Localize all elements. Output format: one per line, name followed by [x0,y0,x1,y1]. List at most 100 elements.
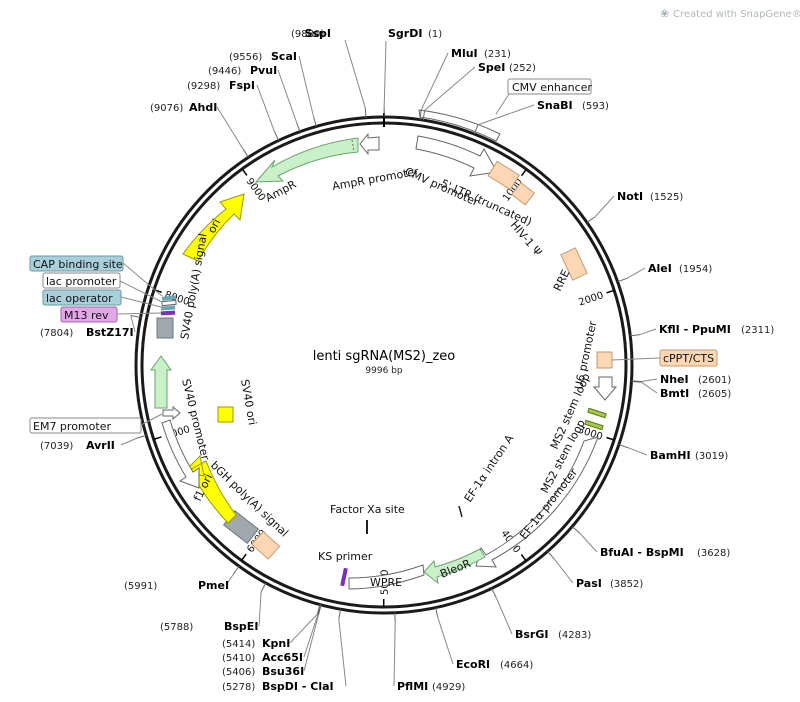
ampr-boundary [351,139,355,152]
feature-bleor-upper-arrow[interactable] [150,355,172,409]
site-nhei[interactable]: (2601)NheI [631,373,731,386]
feature-rre-box[interactable] [560,247,588,281]
cmv-enhancer-leader [495,93,510,115]
site-name-bspei: BspEI [224,620,258,633]
feature-em7-promoter-arrow[interactable] [162,405,181,421]
feature-sv40-promoter-arrow[interactable] [161,419,200,489]
site-ecori[interactable]: (4664)EcoRI [435,607,534,671]
feature-ms2-stem-loop-2[interactable] [584,419,604,431]
feature-ampr-arrow[interactable] [254,137,359,183]
site-sspi[interactable]: (9880)SspI [291,27,367,118]
feature-5ltr-lower-box[interactable] [251,530,281,560]
feature-ms2-stem-loop-1[interactable] [587,407,607,419]
tick-9000 [241,168,248,176]
site-leader-bspei [258,591,262,627]
site-bspdi-clai[interactable]: (5278)BspDI - ClaI [222,609,347,693]
site-name-snabi: SnaBI [537,99,573,112]
feature-ampr-promoter-arrow[interactable] [359,132,380,156]
site-pos-sgrdi: (1) [428,29,442,40]
site-leader-pasi [553,558,574,584]
cmv-enhancer-label-box [507,78,592,95]
feature-sv40-polya-box[interactable] [156,317,174,339]
site-bamhi[interactable]: (3019)BamHI [618,444,728,462]
tick-7000 [153,436,162,441]
site-name-mlui: MluI [451,47,478,60]
site-name-kpni: KpnI [262,637,290,650]
site-pos-bspdi-clai: (5278) [222,682,255,693]
feature-lac-promoter-mark[interactable] [161,299,177,307]
feature-m13rev-mark[interactable] [160,310,176,316]
sv40-polya-label: SV40 poly(A) signal [178,232,209,340]
site-scai[interactable]: (9556)ScaI [229,50,317,127]
site-bspei[interactable]: (5788)BspEI [160,582,267,633]
backbone [134,115,634,615]
feature-lac-operator-mark[interactable] [160,305,176,311]
site-pos-bsrgi: (4283) [558,630,591,641]
site-pos-mlui: (231) [484,49,511,60]
feature-wpre-arrow[interactable] [348,564,425,590]
site-pos-pasi: (3852) [610,579,643,590]
feature-cmv-promoter-arrow[interactable] [415,135,498,177]
site-fspi[interactable]: (9298) FspI [187,79,280,141]
site-kfli-ppumi[interactable]: (2311) KflI - PpuMI [630,323,774,337]
site-sgrdi[interactable]: (1)SgrDI [383,27,442,118]
site-leader-kpni [289,613,318,644]
feature-hiv1-psi-box[interactable] [511,181,536,206]
sv40-ori-label: SV40 ori [238,378,259,426]
site-name-kfli-ppumi: KflI - PpuMI [659,323,731,336]
site-tick-ahdi [242,148,249,158]
feature-cppt-box[interactable] [596,351,613,369]
cap-binding-label: CAP binding site [33,258,123,271]
m13-leader [116,312,162,315]
site-pos-fspi: (9298) [187,81,220,92]
cap-leader [122,262,163,297]
feature-sv40-ori-box[interactable] [217,406,234,423]
site-pos-bamhi: (3019) [695,451,728,462]
feature-cap-site-mark[interactable] [161,295,177,301]
site-spei[interactable]: (252)SpeI [422,61,536,121]
site-name-fspi: FspI [229,79,255,92]
site-alei[interactable]: (1954)AleI [617,262,713,283]
site-snabi[interactable]: (593)SnaBI [473,99,609,135]
feature-ori-arrow[interactable] [182,193,245,262]
site-pflmi[interactable]: (4929) PflMI [393,612,465,693]
site-tick-bmti [631,381,642,383]
site-pos-pvui: (9446) [208,66,241,77]
site-bsrgi[interactable]: (4283) BsrGI [491,588,592,641]
site-bfuai-bspmi[interactable]: (3628)BfuAI - BspMI [571,526,730,559]
site-bsu36i[interactable]: (5406)Bsu36I [222,604,322,678]
site-bstz17i[interactable]: (7804)BstZ17I [40,315,141,339]
feature-ks-primer[interactable] [340,567,348,587]
site-pos-kfli-ppumi: (2311) [741,325,774,336]
site-pos-pflmi: (4929) [432,682,465,693]
site-bmti[interactable]: (2605)BmtI [631,381,731,400]
site-name-ahdi: AhdI [189,101,217,114]
feature-cmv-enhancer-arrow[interactable] [418,109,501,142]
site-name-bsrgi: BsrGI [515,628,548,641]
site-mlui[interactable]: (231) MluI [419,47,511,120]
feature-5ltr-box[interactable] [487,160,520,191]
restriction-sites: (9880)SspI (1)SgrDI (231) MluI(252)SpeI(593… [40,27,774,693]
site-ahdi[interactable]: (9076)AhdI [150,101,249,158]
feature-u6-promoter-arrow[interactable] [592,376,618,401]
site-pvui[interactable]: (9446)PvuI [208,64,301,132]
wpre-label: WPRE [370,576,402,589]
site-avrii[interactable]: (7039)AvrII [40,434,147,452]
site-pasi[interactable]: (3852)PasI [547,551,644,590]
site-leader-ahdi [216,106,244,150]
site-noti[interactable]: (1525)NotI [586,190,683,223]
site-name-pflmi: PflMI [397,680,428,693]
site-kpni[interactable]: (5414)KpnI [222,604,321,650]
site-leader-nhei [641,378,658,383]
site-pos-scai: (9556) [229,52,262,63]
site-pos-bsu36i: (5406) [222,667,255,678]
site-pos-avrii: (7039) [40,441,73,452]
feature-ef1a-promoter-arrow[interactable] [475,436,599,568]
site-leader-snabi [477,104,535,126]
site-pos-bmti: (2605) [698,389,731,400]
cppt-leader [611,357,661,361]
site-leader-noti [594,195,615,218]
site-pmei[interactable]: (5991)PmeI [124,565,240,592]
site-acc65i[interactable]: (5410)Acc65I [222,604,321,664]
site-name-bfuai-bspmi: BfuAI - BspMI [600,546,684,559]
